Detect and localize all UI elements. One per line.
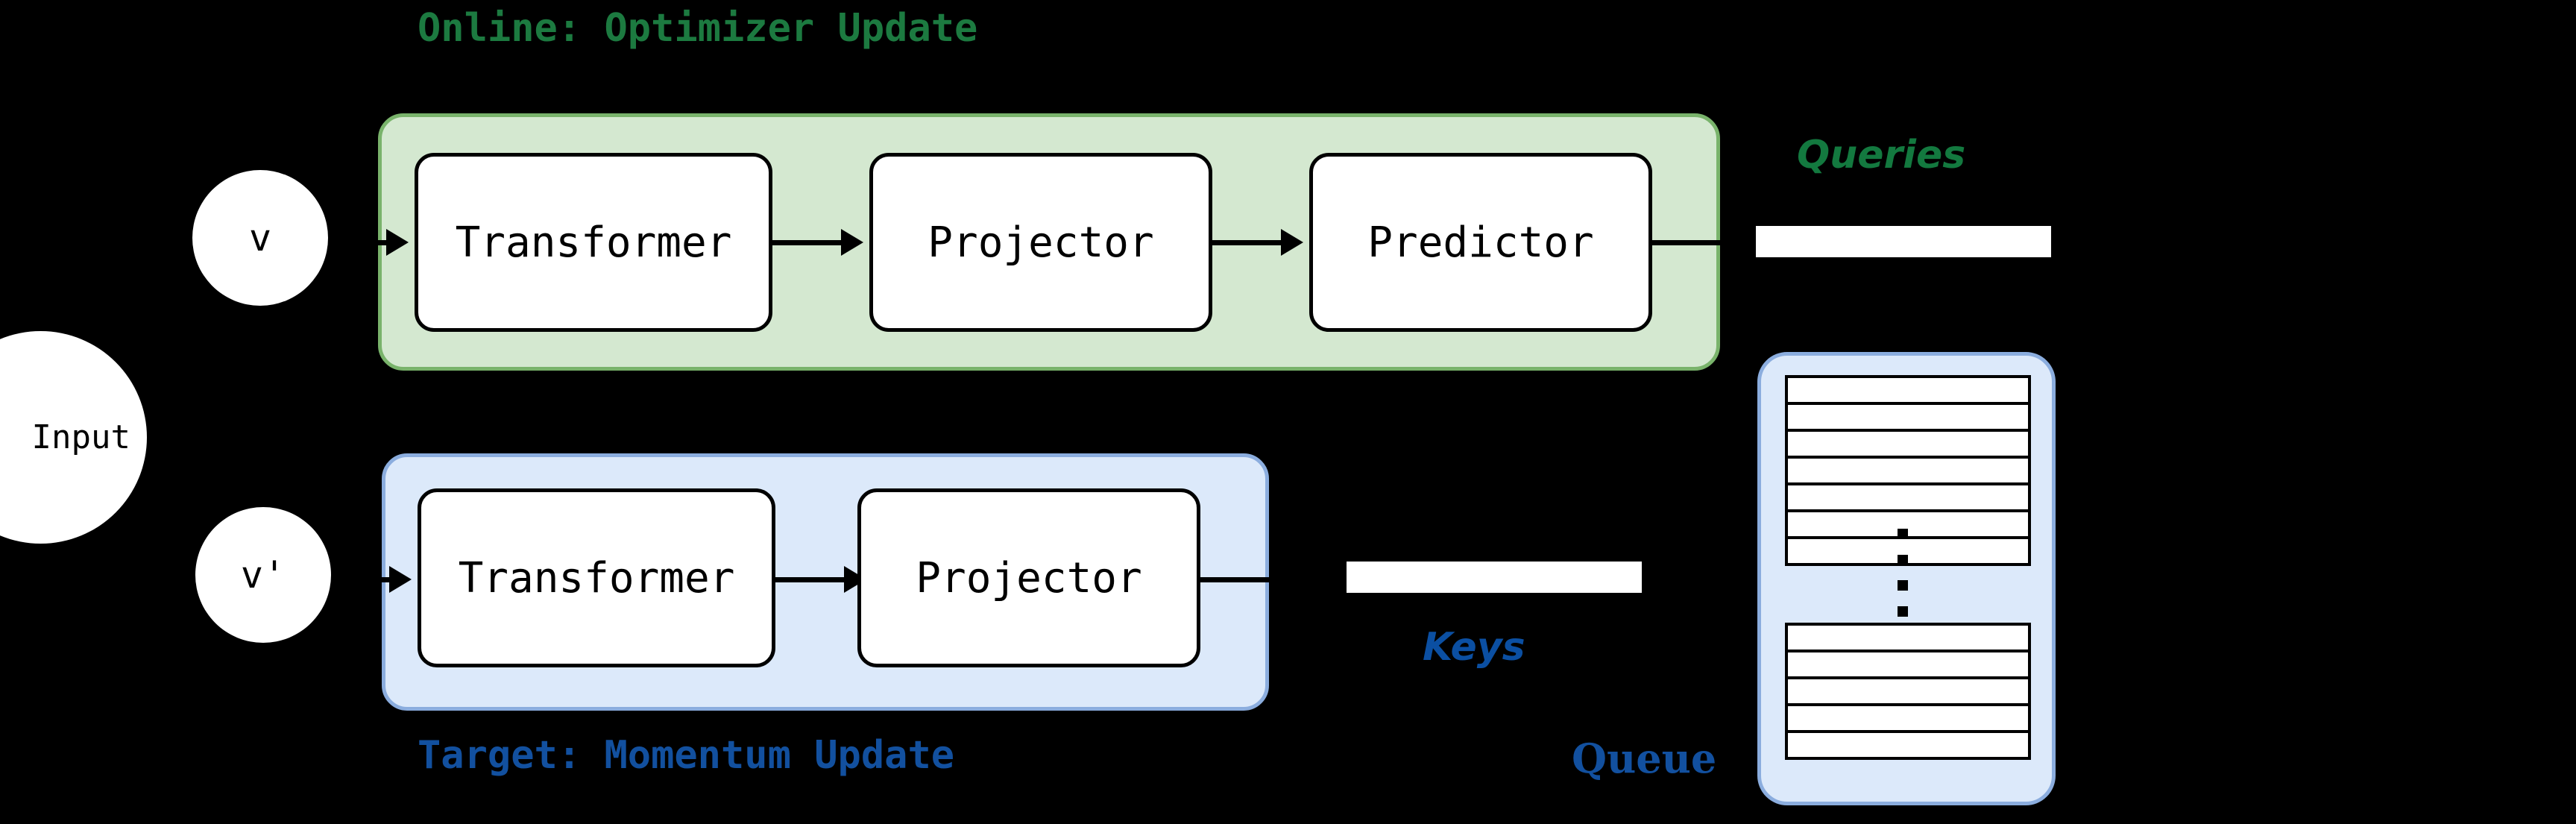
input-node-label: Input [31, 418, 130, 456]
online-module-predictor[interactable]: Predictor [1309, 153, 1652, 332]
online-branch-title: Online: Optimizer Update [418, 6, 978, 51]
online-view-label: v [248, 216, 272, 260]
queue-row [1788, 512, 2028, 536]
queue-row [1788, 378, 2028, 402]
queue-ellipsis-dot [1898, 606, 1908, 617]
target-module-projector[interactable]: Projector [857, 488, 1200, 667]
keys-label: Keys [1423, 625, 1525, 670]
online-module-projector-label: Projector [928, 218, 1154, 267]
arrow-target-input-line [340, 577, 403, 582]
queue-panel [1757, 352, 2056, 805]
connector-projector-to-keys [1200, 577, 1271, 582]
target-view-label: v' [240, 553, 286, 597]
queue-row [1788, 432, 2028, 456]
arrow-target-input-head [389, 566, 412, 593]
queue-row [1788, 679, 2028, 703]
target-module-transformer[interactable]: Transformer [418, 488, 775, 667]
arrow-online-t2p-head [841, 229, 863, 256]
target-module-projector-label: Projector [916, 553, 1142, 603]
queries-label: Queries [1797, 133, 1966, 177]
keys-feature-bar [1347, 562, 1642, 593]
queue-row [1788, 706, 2028, 730]
online-module-predictor-label: Predictor [1367, 218, 1594, 267]
queue-row [1788, 459, 2028, 482]
queue-ellipsis-dot [1898, 529, 1908, 539]
queries-feature-bar [1756, 226, 2051, 257]
target-view-node[interactable]: v' [195, 507, 331, 643]
online-module-projector[interactable]: Projector [869, 153, 1212, 332]
arrow-online-p2pred-line [1212, 240, 1294, 245]
input-node[interactable]: Input [0, 331, 147, 544]
queue-row [1788, 539, 2028, 563]
arrow-online-input-head [386, 229, 409, 256]
target-module-transformer-label: Transformer [458, 553, 735, 603]
queue-ellipsis-dot [1898, 580, 1908, 591]
arrow-online-p2pred-head [1281, 229, 1303, 256]
online-module-transformer-label: Transformer [455, 218, 732, 267]
arrow-online-input-line [337, 240, 400, 245]
queue-ellipsis-dot [1898, 554, 1908, 565]
queue-bottom-stack [1785, 623, 2031, 760]
target-branch-title: Target: Momentum Update [418, 733, 955, 778]
queue-top-stack [1785, 375, 2031, 566]
connector-predictor-to-queries [1652, 240, 1758, 245]
online-view-node[interactable]: v [192, 170, 328, 306]
queue-row [1788, 485, 2028, 509]
queue-row [1788, 733, 2028, 757]
queue-ellipsis [1898, 529, 1908, 617]
arrow-online-t2p-line [772, 240, 854, 245]
arrow-target-t2p-line [775, 577, 857, 582]
queue-row [1788, 652, 2028, 676]
online-module-transformer[interactable]: Transformer [415, 153, 772, 332]
queue-row [1788, 405, 2028, 429]
queue-row [1788, 626, 2028, 650]
queue-label: Queue [1572, 735, 1717, 782]
